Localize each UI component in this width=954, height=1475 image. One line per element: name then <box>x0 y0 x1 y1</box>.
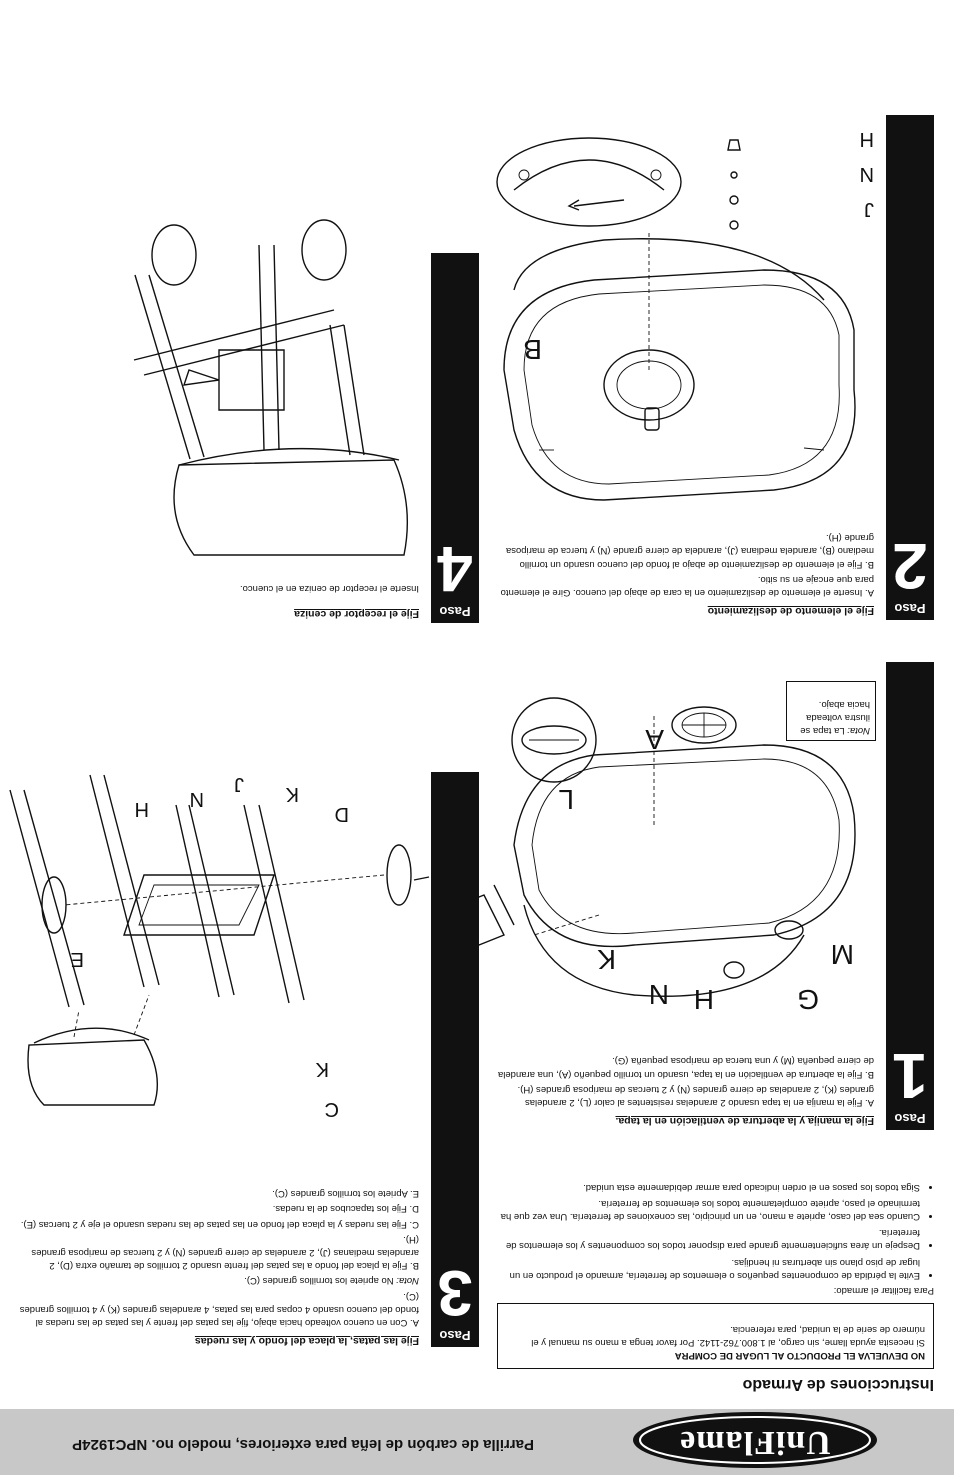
part-label-J: J <box>864 198 874 220</box>
paso-number: 4 <box>437 533 473 605</box>
notice-bold: NO DEVUELVA EL PRODUCTO AL LUGAR DE COMP… <box>674 1350 925 1361</box>
step-3-legs-illustration <box>9 774 430 1106</box>
paso-number: 2 <box>892 530 928 602</box>
paso-label: Paso <box>894 1111 926 1126</box>
part-label-J: J <box>234 773 244 795</box>
part-label-K: K <box>315 1058 329 1080</box>
step-4-title: Fije el receptor de ceniza <box>294 608 419 620</box>
part-label-N: N <box>648 979 669 1010</box>
part-label-L: L <box>558 784 574 815</box>
paso-label: Paso <box>439 1328 471 1343</box>
paso-3-box: Paso 3 <box>431 772 479 1347</box>
step-2-title: Fije el elemento de deslizamiento <box>707 605 874 617</box>
step-1-text: A. Fije la manija en la tapa usando 2 ar… <box>494 1052 874 1109</box>
paso-4-box: Paso 4 <box>431 253 479 623</box>
vent-illustration <box>671 706 737 744</box>
part-label-G: G <box>797 984 819 1015</box>
tip-item: Evite la pérdida de componentes pequeños… <box>494 1255 920 1281</box>
slide-detail-illustration <box>496 137 682 227</box>
part-label-A: A <box>645 724 664 755</box>
part-label-N: N <box>189 788 204 810</box>
instructions-title: Instrucciones de Armado <box>742 1376 934 1393</box>
part-label-M: M <box>830 939 854 970</box>
part-label-H: H <box>859 128 874 150</box>
step-1-title: Fije la manija y la abertura de ventilac… <box>615 1115 874 1127</box>
notice-text: Si necesita ayuda llame, sin cargo, al 1… <box>531 1324 925 1348</box>
part-label-C: C <box>324 1098 339 1120</box>
step-4-grill-illustration <box>133 219 408 556</box>
header-title: Parrilla de carbón de leña para exterior… <box>72 1436 534 1453</box>
step-2-text: A. Inserte el elemento de deslizamiento … <box>494 529 874 599</box>
tips-list: Evite la pérdida de componentes pequeños… <box>494 1180 934 1281</box>
tip-item: Siga todos los pasos en el orden indicad… <box>494 1180 920 1193</box>
part-label-K: K <box>285 783 299 805</box>
step-3-c: C. Fije las ruedas y la placa del fondo … <box>20 1218 419 1230</box>
step-4-text: Inserte el receptor de ceniza en el cuen… <box>119 580 419 595</box>
part-label-E: E <box>70 948 84 970</box>
paso-1-box: Paso 1 <box>886 662 934 1130</box>
note-text: No apriete los tornillos grandes (C). <box>244 1275 394 1287</box>
tip-item: Cuando sea del caso, apriete a mano, en … <box>494 1197 920 1223</box>
paso-number: 1 <box>892 1040 928 1112</box>
hardware-stack-illustration <box>727 139 741 230</box>
part-label-B: B <box>523 334 542 365</box>
step-2-b: B. Fije el elemento de deslizamiento de … <box>505 532 874 570</box>
step-1-lid-illustration <box>433 715 856 997</box>
step-3-b: B. Fije la placa del fondo a las patas d… <box>31 1233 419 1272</box>
uniflame-logo <box>633 1412 877 1468</box>
part-label-N: N <box>859 163 874 185</box>
paso-number: 3 <box>437 1257 473 1329</box>
step-2-a: A. Inserte el elemento de deslizamiento … <box>500 573 874 598</box>
part-label-H: H <box>693 984 714 1015</box>
step-4-a: Inserte el receptor de ceniza en el cuen… <box>239 583 419 594</box>
step-3-note: Nota: No apriete los tornillos grandes (… <box>14 1274 419 1287</box>
note-label: Nota: <box>396 1275 419 1287</box>
brand-name: UniFlame <box>679 1424 831 1461</box>
tips-intro: Para facilitar el armado: <box>833 1285 934 1296</box>
paso-2-box: Paso 2 <box>886 115 934 620</box>
step-3-text: A. Con en cuenco volteado hacia abajo, f… <box>14 1185 419 1329</box>
step-3-title: Fije las patas, la placa del fondo y las… <box>194 1335 419 1347</box>
step-3-e: E. Apriete los tornillos grandes (C). <box>272 1188 419 1200</box>
step-2-bowl-illustration <box>503 230 856 501</box>
part-label-D: D <box>334 803 349 825</box>
part-label-K: K <box>597 944 616 975</box>
header-band: UniFlame Parrilla de carbón de leña para… <box>0 1409 954 1475</box>
vent-detail-circle <box>511 697 597 783</box>
paso-label: Paso <box>439 604 471 619</box>
step-1-a: A. Fije la manija en la tapa usando 2 ar… <box>517 1083 874 1108</box>
tip-item: Despeje un área suficientemente grande p… <box>494 1226 920 1252</box>
step-1-b: B. Fije la abertura de ventilación en la… <box>497 1055 874 1080</box>
step-3-a: A. Con en cuenco volteado hacia abajo, f… <box>19 1290 419 1328</box>
step-3-d: D. Fije los tapacubos de la ruedas. <box>272 1203 419 1215</box>
assembly-tips: Para facilitar el armado: Evite la pérdi… <box>494 1177 934 1297</box>
paso-label: Paso <box>894 601 926 616</box>
part-label-H: H <box>134 798 149 820</box>
notice-box: NO DEVUELVA EL PRODUCTO AL LUGAR DE COMP… <box>497 1303 934 1369</box>
